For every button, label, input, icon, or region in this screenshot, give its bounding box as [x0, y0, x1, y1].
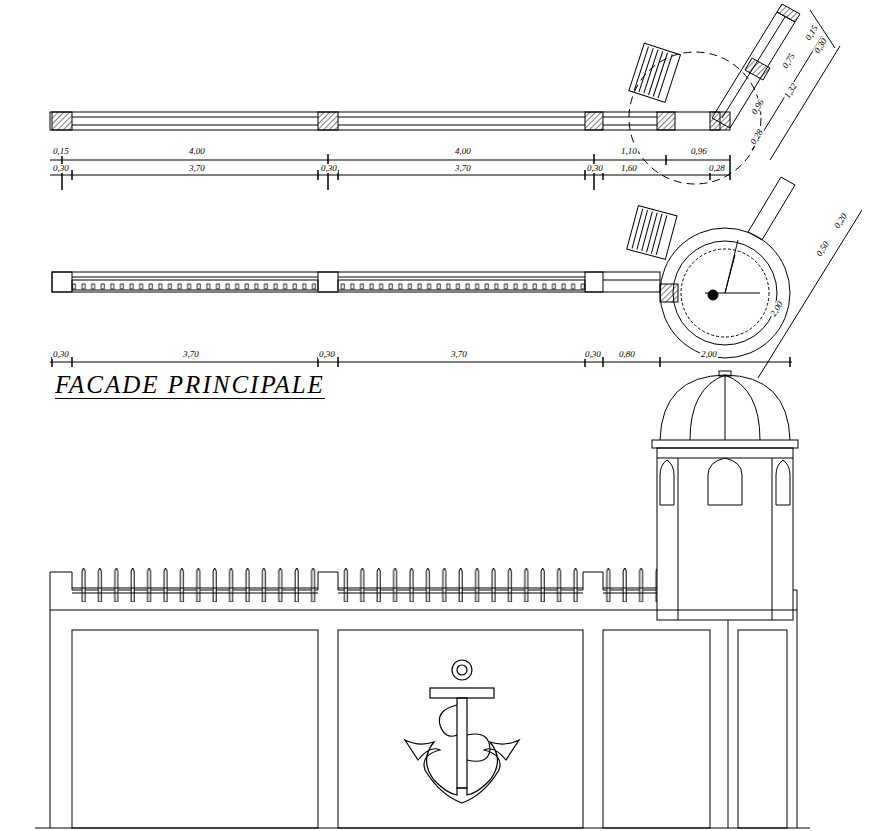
dimension-label: 0,30: [318, 350, 336, 359]
dimension-label: 0,30: [52, 350, 70, 359]
dimension-label: 0,28: [748, 127, 765, 147]
dimension-label: 4,00: [188, 147, 206, 156]
dimension-label: 0,96: [690, 147, 708, 156]
dimension-label: 0,30: [584, 350, 602, 359]
dimension-label: 0,75: [780, 51, 797, 71]
dimension-label: 0,30: [812, 36, 829, 56]
dimension-label: 0,50: [814, 239, 831, 259]
dimension-label: 2,00: [700, 350, 718, 359]
dimension-label: 0,28: [708, 164, 726, 173]
dimension-label: 2,00: [768, 299, 785, 319]
dimension-label: 0,30: [320, 164, 338, 173]
dimension-label: 3,70: [188, 164, 206, 173]
dimension-label: 0,20: [832, 211, 849, 231]
dimension-label: 0,80: [618, 350, 636, 359]
dimension-label: 3,70: [454, 164, 472, 173]
dimension-label: 4,00: [454, 147, 472, 156]
dimension-label: 0,30: [52, 164, 70, 173]
dimension-label: 1,32: [782, 81, 799, 101]
dimension-label: 3,70: [182, 350, 200, 359]
dimension-label: 3,70: [450, 350, 468, 359]
dimension-label: 0,15: [52, 147, 70, 156]
dimension-label: 1,10: [620, 147, 638, 156]
dimension-label: 0,30: [586, 164, 604, 173]
drawing-title: FACADE PRINCIPALE: [55, 372, 325, 399]
dimension-label: 1,60: [620, 164, 638, 173]
dimension-label: 0,96: [749, 97, 766, 117]
